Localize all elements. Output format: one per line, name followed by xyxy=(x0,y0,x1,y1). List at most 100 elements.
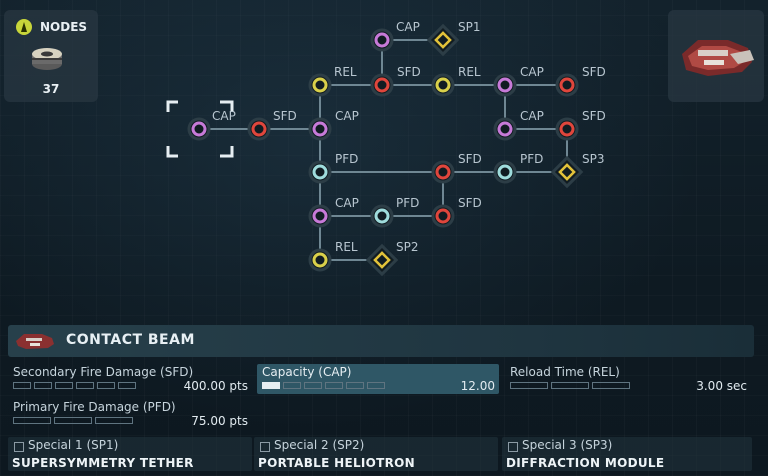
node-sfd[interactable] xyxy=(370,73,394,97)
special-1[interactable]: Special 1 (SP1) SUPERSYMMETRY TETHER xyxy=(8,437,252,471)
node-label: SFD xyxy=(582,65,606,79)
node-sfd[interactable] xyxy=(555,117,579,141)
weapon-thumbnail[interactable] xyxy=(668,10,764,102)
stat-level-bar xyxy=(13,417,133,424)
stat-label: Secondary Fire Damage (SFD) xyxy=(13,365,194,379)
node-label: SFD xyxy=(273,109,297,123)
node-sp2[interactable] xyxy=(365,243,399,277)
stat-capacity[interactable]: Capacity (CAP) 12.00 xyxy=(257,364,499,394)
stat-reload-time[interactable]: Reload Time (REL) 3.00 sec xyxy=(505,364,751,394)
stat-segment xyxy=(325,382,343,389)
stat-level-bar xyxy=(13,382,136,389)
node-cap[interactable] xyxy=(308,117,332,141)
stat-segment xyxy=(262,382,280,389)
special-checkbox xyxy=(508,442,518,452)
stat-level-bar xyxy=(262,382,385,389)
node-sfd[interactable] xyxy=(431,204,455,228)
node-label: CAP xyxy=(335,196,359,210)
stat-segment xyxy=(367,382,385,389)
selection-bracket xyxy=(166,100,234,158)
stat-value: 400.00 pts xyxy=(183,379,248,393)
node-sfd[interactable] xyxy=(555,73,579,97)
node-label: CAP xyxy=(520,109,544,123)
power-node-stack-icon xyxy=(32,48,62,70)
node-sfd[interactable] xyxy=(247,117,271,141)
nodes-count: 37 xyxy=(42,82,60,96)
node-rel[interactable] xyxy=(308,73,332,97)
stat-segment xyxy=(551,382,589,389)
stat-segment xyxy=(118,382,136,389)
stat-secondary-fire-damage[interactable]: Secondary Fire Damage (SFD) 400.00 pts xyxy=(8,364,252,394)
node-label: SFD xyxy=(458,196,482,210)
stat-segment xyxy=(97,382,115,389)
stat-label: Primary Fire Damage (PFD) xyxy=(13,400,176,414)
node-sp1[interactable] xyxy=(426,23,460,57)
node-pfd[interactable] xyxy=(493,160,517,184)
weapon-header: CONTACT BEAM xyxy=(8,325,754,357)
nodes-title: NODES xyxy=(40,20,88,34)
node-start-cap[interactable] xyxy=(187,117,211,141)
stat-segment xyxy=(34,382,52,389)
nodes-panel: NODES 37 xyxy=(4,10,98,102)
node-label: PFD xyxy=(396,196,419,210)
special-title: Special 1 (SP1) xyxy=(28,438,119,452)
node-label: SFD xyxy=(458,152,482,166)
special-name: PORTABLE HELIOTRON xyxy=(258,456,416,470)
stat-primary-fire-damage[interactable]: Primary Fire Damage (PFD) 75.00 pts xyxy=(8,399,252,429)
node-label: CAP xyxy=(212,109,236,123)
special-name: DIFFRACTION MODULE xyxy=(506,456,665,470)
node-label: CAP xyxy=(335,109,359,123)
stat-value: 3.00 sec xyxy=(696,379,747,393)
node-cap[interactable] xyxy=(308,204,332,228)
node-label: SFD xyxy=(582,109,606,123)
contact-beam-icon xyxy=(16,334,54,349)
stat-segment xyxy=(13,417,51,424)
node-cap[interactable] xyxy=(493,117,517,141)
stat-segment xyxy=(304,382,322,389)
node-label: SP1 xyxy=(458,20,481,34)
special-3[interactable]: Special 3 (SP3) DIFFRACTION MODULE xyxy=(502,437,752,471)
node-label: SP2 xyxy=(396,240,419,254)
special-title: Special 3 (SP3) xyxy=(522,438,613,452)
stat-segment xyxy=(283,382,301,389)
node-cap[interactable] xyxy=(493,73,517,97)
stat-value: 75.00 pts xyxy=(191,414,248,428)
special-2[interactable]: Special 2 (SP2) PORTABLE HELIOTRON xyxy=(254,437,498,471)
node-rel[interactable] xyxy=(431,73,455,97)
power-node-icon xyxy=(16,19,32,35)
stat-segment xyxy=(76,382,94,389)
node-pfd[interactable] xyxy=(308,160,332,184)
contact-beam-weapon-icon xyxy=(682,40,754,76)
stat-segment xyxy=(54,417,92,424)
stat-value: 12.00 xyxy=(460,379,495,393)
stat-label: Capacity (CAP) xyxy=(262,365,352,379)
node-pfd[interactable] xyxy=(370,204,394,228)
node-label: SFD xyxy=(397,65,421,79)
stat-level-bar xyxy=(510,382,630,389)
node-label: CAP xyxy=(520,65,544,79)
special-title: Special 2 (SP2) xyxy=(274,438,365,452)
node-label: REL xyxy=(334,65,357,79)
upgrade-tree: CAP SFD CAP REL CAP SP1 SFD REL CAP xyxy=(166,20,606,277)
node-label: PFD xyxy=(520,152,543,166)
stat-segment xyxy=(346,382,364,389)
stat-label: Reload Time (REL) xyxy=(510,365,620,379)
node-rel[interactable] xyxy=(308,248,332,272)
special-checkbox xyxy=(14,442,24,452)
node-label: REL xyxy=(335,240,358,254)
node-label: REL xyxy=(458,65,481,79)
node-cap[interactable] xyxy=(370,28,394,52)
node-sfd[interactable] xyxy=(431,160,455,184)
node-label: CAP xyxy=(396,20,420,34)
stat-segment xyxy=(95,417,133,424)
node-sp3[interactable] xyxy=(550,155,584,189)
special-name: SUPERSYMMETRY TETHER xyxy=(12,456,194,470)
weapon-name: CONTACT BEAM xyxy=(66,332,195,348)
stat-segment xyxy=(13,382,31,389)
stat-segment xyxy=(55,382,73,389)
node-label: PFD xyxy=(335,152,358,166)
special-checkbox xyxy=(260,442,270,452)
stat-segment xyxy=(592,382,630,389)
node-label: SP3 xyxy=(582,152,605,166)
stat-segment xyxy=(510,382,548,389)
